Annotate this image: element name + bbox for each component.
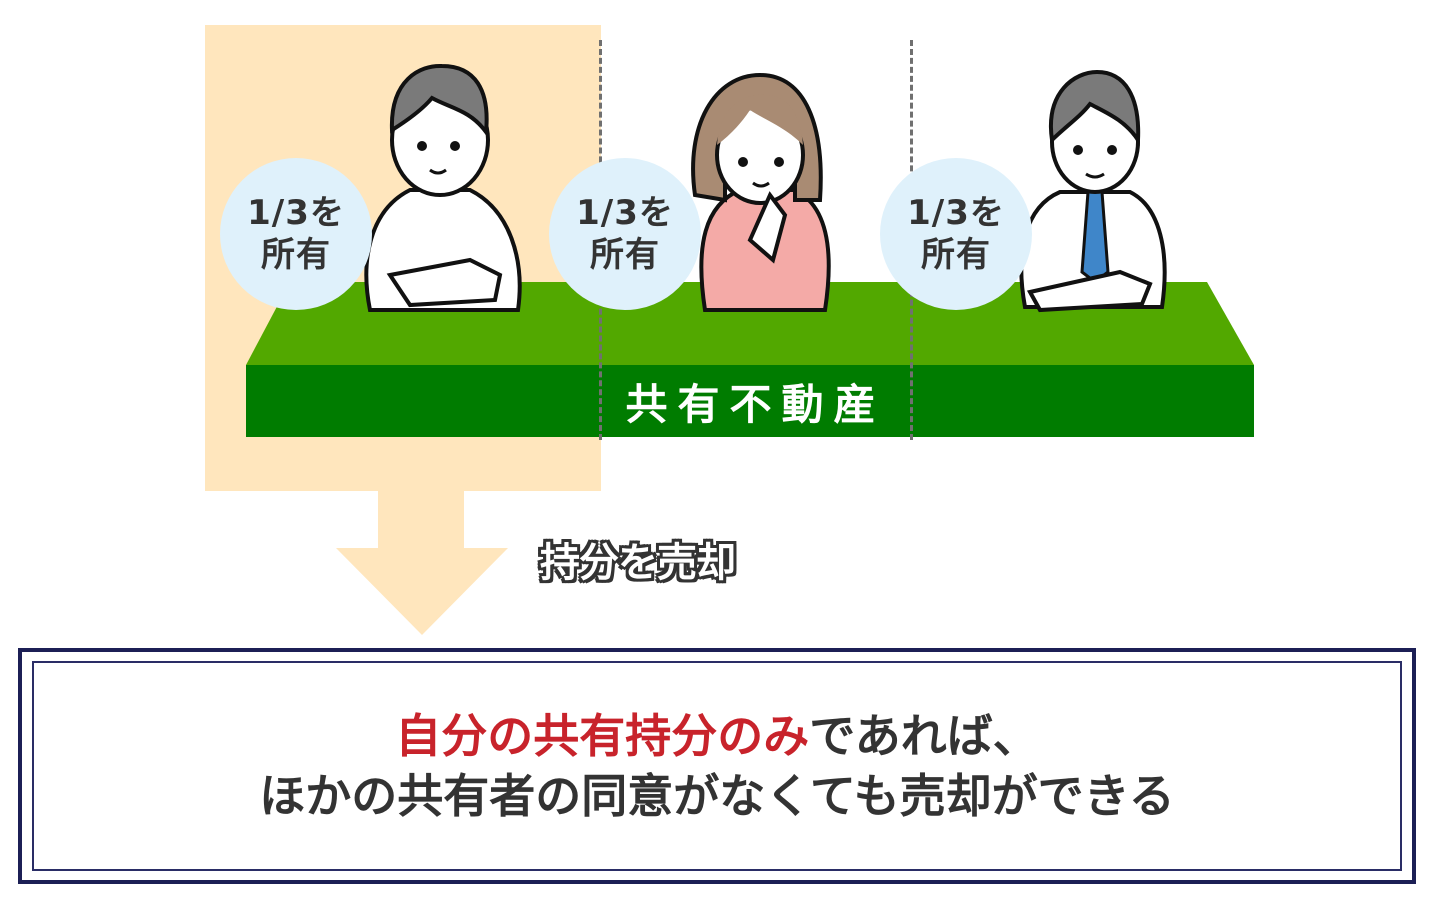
result-highlight: 自分の共有持分のみ — [395, 709, 810, 763]
businessman-icon — [1019, 69, 1167, 313]
result-line-1-rest: であれば、 — [809, 709, 1039, 763]
owner-2-share-bubble: 1/3を 所有 — [549, 158, 701, 310]
property-front-face — [246, 365, 1254, 437]
property-label: 共有不動産 — [625, 379, 886, 429]
result-line-1: 自分の共有持分のみであれば、 — [395, 706, 1039, 766]
share-amount: 1/3を — [576, 193, 674, 233]
result-box-inner: 自分の共有持分のみであれば、 ほかの共有者の同意がなくても売却ができる — [32, 661, 1402, 871]
owner-1-figure — [350, 60, 550, 324]
owner-3-share-bubble: 1/3を 所有 — [880, 158, 1032, 310]
sell-share-label: 持分を売却 — [540, 540, 736, 586]
owner-2-figure — [675, 65, 875, 319]
owner-1-share-bubble: 1/3を 所有 — [220, 158, 372, 310]
share-owned-label: 所有 — [921, 235, 991, 275]
result-line-2: ほかの共有者の同意がなくても売却ができる — [259, 769, 1175, 823]
owner-3-figure — [1000, 62, 1200, 316]
share-owned-label: 所有 — [590, 235, 660, 275]
man-casual-icon — [364, 63, 522, 312]
result-box: 自分の共有持分のみであれば、 ほかの共有者の同意がなくても売却ができる — [18, 648, 1416, 884]
woman-icon — [691, 72, 831, 312]
share-amount: 1/3を — [907, 193, 1005, 233]
down-arrow-icon — [336, 490, 508, 635]
share-amount: 1/3を — [247, 193, 345, 233]
share-owned-label: 所有 — [261, 235, 331, 275]
